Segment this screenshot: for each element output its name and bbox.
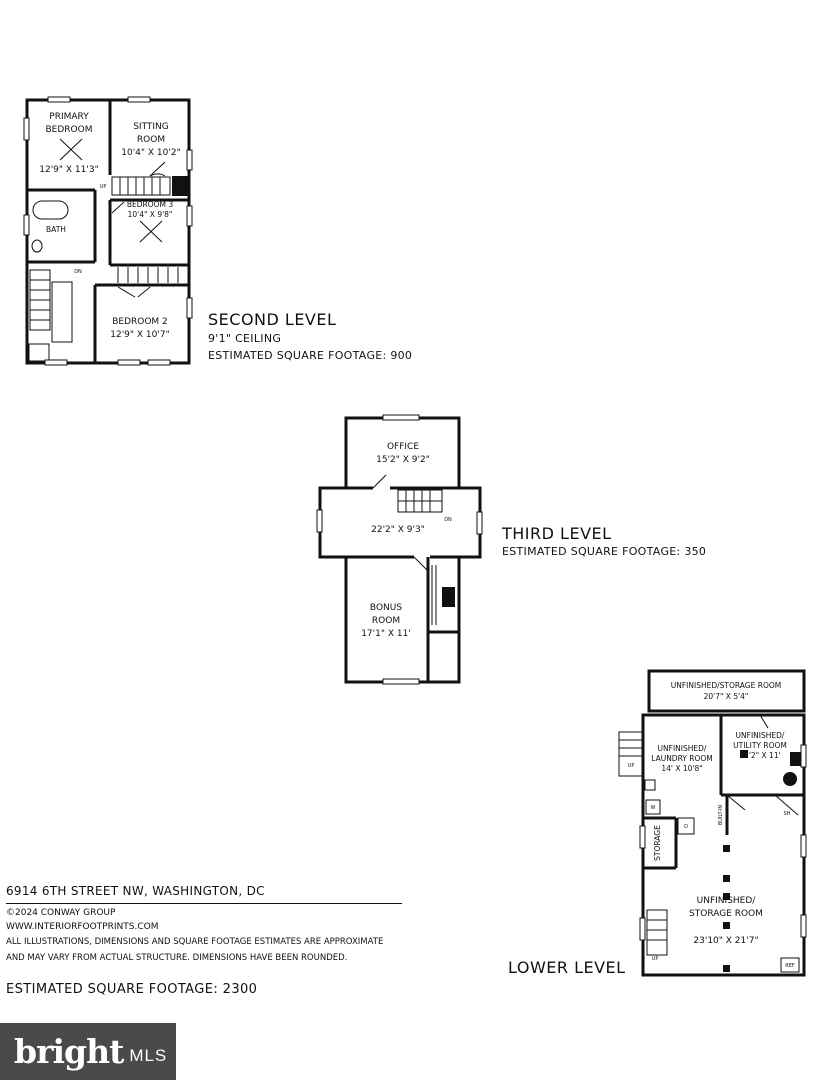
laundry-room-dimensions: 14' X 10'8" xyxy=(661,764,702,773)
bedroom-3-name: BEDROOM 3 xyxy=(127,200,174,209)
second-level-ceiling: 9'1" CEILING xyxy=(208,332,282,345)
sitting-room-name-2: ROOM xyxy=(137,135,165,145)
disclaimer-line-2: AND MAY VARY FROM ACTUAL STRUCTURE. DIME… xyxy=(6,953,348,963)
built-in-label: BUILT-IN xyxy=(718,805,724,826)
ref-label: REF xyxy=(785,963,795,969)
laundry-room-name-2: LAUNDRY ROOM xyxy=(651,754,713,763)
third-level-title: THIRD LEVEL xyxy=(502,524,612,543)
hall-dimensions: 22'2" X 9'3" xyxy=(371,525,425,535)
bedroom-3-dimensions: 10'4" X 9'8" xyxy=(128,210,173,219)
second-level-plan: PRIMARY BEDROOM 12'9" X 11'3" SITTING RO… xyxy=(23,96,193,366)
stair-down-label: DN xyxy=(74,269,82,275)
washer-label: W xyxy=(651,805,656,811)
storage-main-dimensions: 23'10" X 21'7" xyxy=(693,936,758,946)
bonus-room-dimensions: 17'1" X 11' xyxy=(361,629,411,639)
stair-up-label: UP xyxy=(100,184,107,190)
laundry-room-name-1: UNFINISHED/ xyxy=(658,744,707,753)
bright-mls-watermark: bright MLS xyxy=(0,1023,176,1080)
second-level-title: SECOND LEVEL xyxy=(208,310,337,329)
bonus-room-name-1: BONUS xyxy=(370,603,402,613)
bath-name: BATH xyxy=(46,225,66,234)
brand-name: bright xyxy=(14,1032,124,1071)
third-level-plan: OFFICE 15'2" X 9'2" 22'2" X 9'3" BONUS R… xyxy=(316,414,483,685)
copyright-text: ©2024 CONWAY GROUP xyxy=(6,908,116,918)
disclaimer-line-1: ALL ILLUSTRATIONS, DIMENSIONS AND SQUARE… xyxy=(6,937,384,947)
website-text: WWW.INTERIORFOOTPRINTS.COM xyxy=(6,922,159,932)
primary-bedroom-dimensions: 12'9" X 11'3" xyxy=(39,165,98,175)
storage-top-dimensions: 20'7" X 5'4" xyxy=(704,692,749,701)
lower-level-title: LOWER LEVEL xyxy=(508,958,626,977)
bonus-room-name-2: ROOM xyxy=(372,616,400,626)
storage-main-name-1: UNFINISHED/ xyxy=(697,896,757,906)
bedroom-2-name: BEDROOM 2 xyxy=(112,317,168,327)
office-dimensions: 15'2" X 9'2" xyxy=(376,455,430,465)
third-level-sqft: ESTIMATED SQUARE FOOTAGE: 350 xyxy=(502,545,707,558)
second-level-sqft: ESTIMATED SQUARE FOOTAGE: 900 xyxy=(208,349,413,362)
dryer-label: D xyxy=(684,824,688,830)
storage-small-name: STORAGE xyxy=(653,825,662,861)
third-stair-down-label: DN xyxy=(444,517,452,523)
utility-room-name-1: UNFINISHED/ xyxy=(736,731,785,740)
office-name: OFFICE xyxy=(387,442,419,452)
lower-stair-up-label-2: UP xyxy=(652,956,659,962)
storage-top-name: UNFINISHED/STORAGE ROOM xyxy=(671,681,781,690)
bedroom-2-dimensions: 12'9" X 10'7" xyxy=(110,330,169,340)
primary-bedroom-name-1: PRIMARY xyxy=(49,112,89,122)
lower-level-plan: UNFINISHED/STORAGE ROOM 20'7" X 5'4" UNF… xyxy=(618,669,807,977)
primary-bedroom-name-2: BEDROOM xyxy=(46,125,93,135)
property-address: 6914 6TH STREET NW, WASHINGTON, DC xyxy=(6,884,265,898)
storage-main-name-2: STORAGE ROOM xyxy=(689,909,763,919)
total-square-footage: ESTIMATED SQUARE FOOTAGE: 2300 xyxy=(6,982,258,997)
utility-room-name-2: UTILITY ROOM xyxy=(733,741,787,750)
sitting-room-name-1: SITTING xyxy=(133,122,169,132)
brand-mls: MLS xyxy=(129,1045,168,1065)
lower-stair-up-label: UP xyxy=(628,763,635,769)
sitting-room-dimensions: 10'4" X 10'2" xyxy=(121,148,180,158)
utility-room-dimensions: 11'2" X 11' xyxy=(739,751,780,760)
address-divider xyxy=(6,903,402,904)
sh-label: SH xyxy=(784,811,791,817)
